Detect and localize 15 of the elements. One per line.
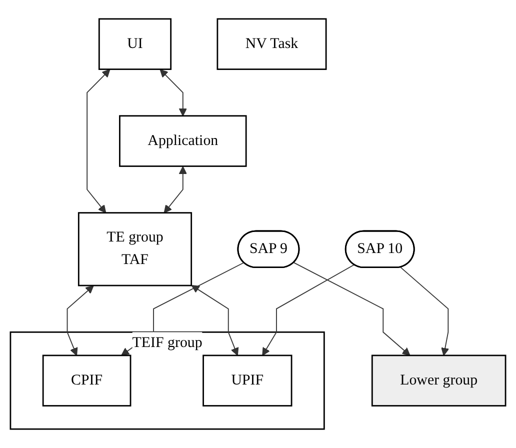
node-box: Application (119, 115, 247, 167)
node-box: Lower group (371, 354, 506, 406)
arrow (164, 166, 187, 214)
arrow (400, 266, 450, 356)
arrow (160, 69, 187, 116)
node-box: UPIF (202, 354, 292, 406)
node-box: TE group TAF (78, 212, 192, 286)
arrow (262, 264, 355, 356)
node-box: NV Task (216, 18, 327, 70)
node-box: UI (98, 18, 172, 70)
arrow (86, 69, 110, 214)
arrow (294, 262, 410, 356)
arrow (191, 285, 239, 356)
arrow (66, 285, 94, 356)
node-box: CPIF (42, 354, 132, 406)
